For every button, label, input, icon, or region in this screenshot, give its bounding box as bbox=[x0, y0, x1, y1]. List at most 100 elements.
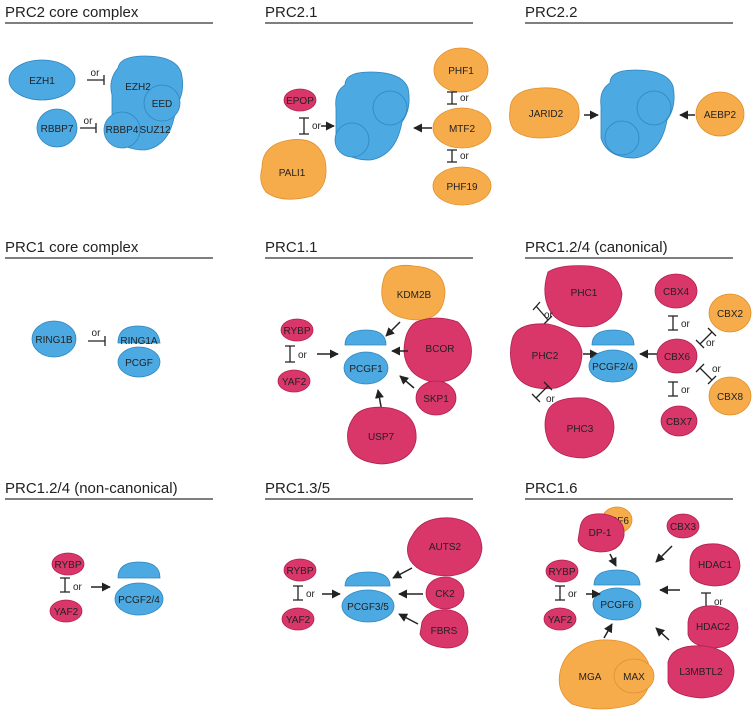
inhibition-or: or bbox=[447, 91, 470, 105]
arrow bbox=[603, 623, 613, 639]
protein-cbx6 bbox=[656, 338, 698, 374]
protein-label: PCGF2/4 bbox=[592, 362, 634, 373]
panel-prc1-core: PRC1 core complex RING1B or RING1A PCGF bbox=[5, 239, 213, 378]
protein-aebp2 bbox=[695, 91, 745, 137]
inhibition-or: or bbox=[531, 381, 556, 405]
protein-cbx4 bbox=[654, 273, 698, 309]
or-label: or bbox=[706, 338, 716, 349]
inhibition-bar bbox=[532, 301, 553, 325]
protein-rybp bbox=[51, 552, 85, 576]
protein-label: SUZ12 bbox=[139, 125, 171, 136]
protein-label: AUTS2 bbox=[429, 542, 462, 553]
protein-label: PHF1 bbox=[448, 66, 474, 77]
protein-kdm2b bbox=[381, 264, 446, 321]
protein-label: RYBP bbox=[548, 567, 575, 578]
protein-pcgf24 bbox=[114, 582, 164, 616]
protein-phc3 bbox=[544, 397, 615, 459]
protein-label: BCOR bbox=[426, 344, 455, 355]
or-label: or bbox=[92, 328, 102, 339]
protein-label: YAF2 bbox=[548, 615, 573, 626]
protein-ring1 bbox=[344, 329, 387, 346]
protein-dp1 bbox=[577, 513, 625, 553]
protein-yaf2 bbox=[543, 607, 577, 631]
protein-label: MAX bbox=[623, 672, 645, 683]
protein-label: RYBP bbox=[54, 560, 81, 571]
protein-label: YAF2 bbox=[54, 607, 79, 618]
panel-prc2-1: PRC2.1 EPOP or PALI1 PHF1 or MTF2 or PHF… bbox=[260, 4, 492, 206]
arrow bbox=[385, 321, 401, 337]
inhibition-bar bbox=[695, 327, 717, 349]
protein-label: USP7 bbox=[368, 432, 395, 443]
protein-yaf2 bbox=[281, 607, 315, 631]
protein-cbx3 bbox=[666, 513, 700, 539]
protein-ring1 bbox=[591, 329, 635, 346]
protein-label: PHC3 bbox=[567, 424, 594, 435]
panel-title: PRC2.2 bbox=[525, 4, 578, 21]
inhibition-or: or bbox=[695, 363, 722, 385]
protein-cbx2 bbox=[708, 293, 752, 333]
protein-label: PALI1 bbox=[279, 168, 306, 179]
inhibition-bar bbox=[447, 149, 457, 163]
protein-ring1 bbox=[593, 569, 641, 586]
protein-cbx8 bbox=[708, 376, 752, 416]
protein-pcgf24 bbox=[588, 349, 638, 383]
inhibition-or: or bbox=[80, 116, 97, 133]
protein-rybp bbox=[283, 558, 317, 582]
protein-bcor bbox=[403, 317, 472, 383]
protein-label: JARID2 bbox=[529, 109, 564, 120]
inhibition-bar bbox=[60, 577, 70, 593]
panel-prc2-core: PRC2 core complex EZH1 or EZH2 EED RBBP4… bbox=[5, 4, 213, 151]
protein-pcgf35 bbox=[341, 589, 395, 623]
protein-pali1 bbox=[260, 139, 327, 200]
panel-prc1-24-noncanonical: PRC1.2/4 (non-canonical) RYBP or YAF2 PC… bbox=[5, 480, 213, 623]
inhibition-or: or bbox=[299, 117, 322, 135]
protein-max bbox=[613, 658, 655, 694]
protein-epop bbox=[283, 88, 317, 112]
panel-title: PRC1.6 bbox=[525, 480, 578, 497]
protein-label: EPOP bbox=[286, 96, 314, 107]
or-label: or bbox=[91, 68, 101, 79]
protein-label: RING1A bbox=[120, 336, 158, 347]
protein-label: MGA bbox=[579, 672, 602, 683]
inhibition-or: or bbox=[293, 585, 316, 601]
or-label: or bbox=[460, 151, 470, 162]
inhibition-bar bbox=[293, 585, 303, 601]
protein-rbbp4 bbox=[604, 120, 640, 156]
inhibition-or: or bbox=[532, 301, 554, 325]
panel-title: PRC2.1 bbox=[265, 4, 318, 21]
protein-hdac1 bbox=[689, 543, 741, 587]
inhibition-bar bbox=[80, 123, 97, 133]
protein-label: PCGF bbox=[125, 358, 153, 369]
protein-jarid2 bbox=[509, 87, 580, 139]
inhibition-or: or bbox=[695, 327, 717, 349]
inhibition-bar bbox=[88, 336, 106, 346]
protein-label: EZH2 bbox=[125, 82, 151, 93]
or-label: or bbox=[681, 385, 691, 396]
panel-title: PRC1.2/4 (canonical) bbox=[525, 239, 668, 256]
or-label: or bbox=[306, 589, 316, 600]
inhibition-or: or bbox=[668, 381, 691, 397]
protein-pcgf bbox=[117, 346, 161, 378]
protein-cbx7 bbox=[660, 405, 698, 437]
protein-yaf2 bbox=[277, 369, 311, 393]
protein-label: PHC2 bbox=[532, 351, 559, 362]
inhibition-bar bbox=[299, 117, 309, 135]
arrow bbox=[608, 553, 617, 567]
protein-label: RYBP bbox=[283, 326, 310, 337]
inhibition-bar bbox=[555, 585, 565, 601]
inhibition-or: or bbox=[87, 68, 105, 85]
protein-label: PCGF2/4 bbox=[118, 595, 160, 606]
inhibition-bar bbox=[447, 91, 457, 105]
protein-label: CK2 bbox=[435, 589, 455, 600]
protein-label: EZH1 bbox=[29, 76, 55, 87]
protein-ring1a bbox=[117, 325, 161, 344]
protein-pcgf6 bbox=[592, 587, 642, 621]
or-label: or bbox=[714, 597, 724, 608]
protein-pcgf1 bbox=[343, 351, 389, 385]
protein-ring1 bbox=[117, 561, 161, 579]
inhibition-or: or bbox=[447, 149, 470, 163]
protein-label: CBX4 bbox=[663, 287, 690, 298]
protein-label: HDAC1 bbox=[698, 560, 732, 571]
protein-label: PHF19 bbox=[446, 182, 478, 193]
